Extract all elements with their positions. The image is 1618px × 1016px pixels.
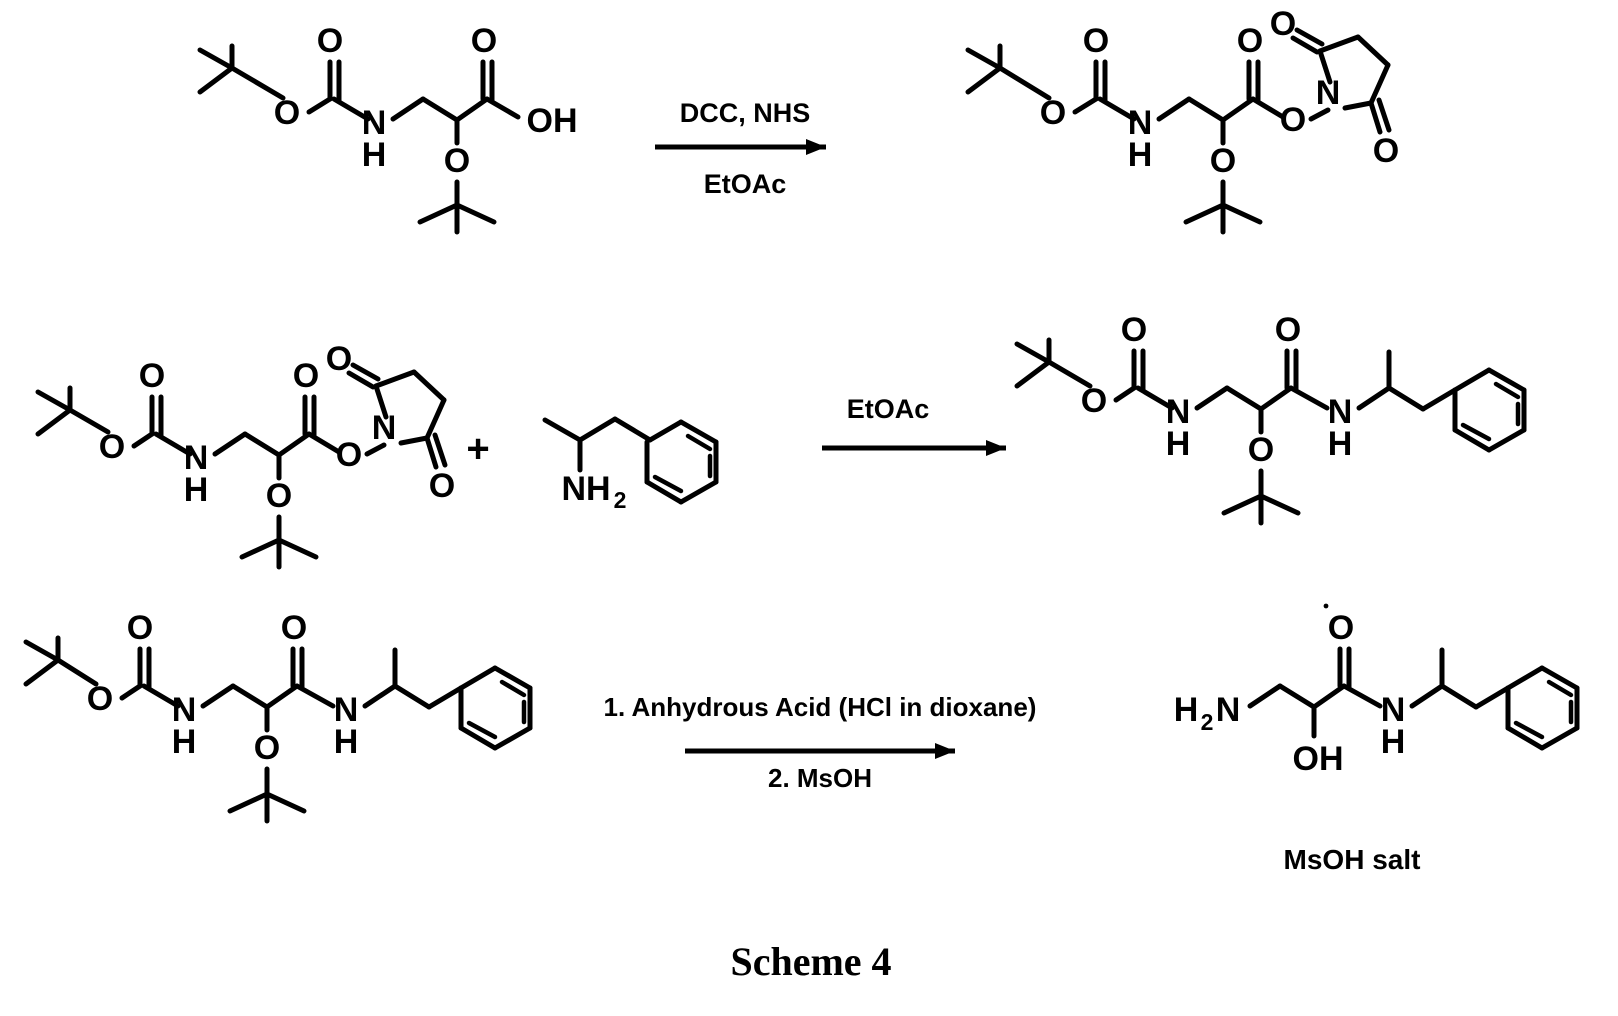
atom-label-h-carbamate-r3: H (172, 723, 197, 761)
atom-label-o-nhs-ester-r2: O (336, 436, 362, 474)
atom-label-h-amide-product: H (1381, 723, 1406, 761)
atom-label-o-tbu-ether-r3: O (254, 729, 280, 767)
atom-label-o-boc-ester-p1: O (1040, 94, 1066, 132)
row-2-reaction-arrow: EtOAc (822, 394, 1006, 456)
atom-label-n-carbamate-p2: N (1166, 393, 1191, 431)
atom-label-n-amine-product: N (1216, 691, 1241, 729)
atom-label-o-boc-carbonyl: O (317, 22, 343, 60)
plus-sign-row-2: + (466, 427, 489, 471)
row-3-reactant-structure: O O N H O O N H (23, 609, 533, 824)
atom-label-n-amide-p2: N (1328, 393, 1353, 431)
atom-label-n-carbamate: N (362, 104, 387, 142)
atom-label-o-tbu-ether-p1: O (1210, 142, 1236, 180)
atom-label-o-boc-carbonyl-p2: O (1121, 311, 1147, 349)
atom-label-n-amide-r3: N (334, 691, 359, 729)
condition-above-step-2: EtOAc (847, 394, 930, 424)
row-1-reaction-arrow: DCC, NHS EtOAc (655, 98, 826, 199)
atom-label-h-amide-r3: H (334, 723, 359, 761)
atom-label-h2n-subscript: 2 (1201, 709, 1214, 735)
atom-label-o-amide-carbonyl-r3: O (281, 609, 307, 647)
row-2-reactant-amphetamine: NH 2 (542, 416, 719, 513)
atom-label-o-boc-ester-p2: O (1081, 382, 1107, 420)
row-1-reactant-structure: O O N H O O OH (197, 22, 578, 235)
condition-below-step-1: EtOAc (704, 169, 787, 199)
atom-label-n-amide-product: N (1381, 691, 1406, 729)
row-3-product-structure: H 2 N OH O N H (1174, 609, 1580, 778)
row-2-reactant-nhs-ester: O O N H O O O N O O (35, 340, 455, 570)
atom-label-o-succinimide-bottom-r2: O (429, 467, 455, 505)
atom-label-o-succinimide-bottom: O (1373, 132, 1399, 170)
atom-label-o-boc-ester-r3: O (87, 680, 113, 718)
arrowhead-step-1 (806, 139, 826, 155)
atom-label-o-nhs-ester: O (1280, 101, 1306, 139)
atom-label-n-amine-subscript: 2 (614, 487, 627, 513)
atom-label-o-boc-carbonyl-r3: O (127, 609, 153, 647)
atom-label-n-carbamate-r2: N (184, 439, 209, 477)
atom-label-o-boc-carbonyl-p1: O (1083, 22, 1109, 60)
atom-label-n-carbamate-p1: N (1128, 104, 1153, 142)
stray-ink-dot (1323, 603, 1329, 609)
atom-label-o-boc-ester-r2: O (99, 428, 125, 466)
atom-label-o-tbu-ether: O (444, 142, 470, 180)
condition-above-step-1: DCC, NHS (680, 98, 811, 128)
atom-label-h-amide-p2: H (1328, 425, 1353, 463)
atom-label-o-ester-carbonyl-r2: O (293, 357, 319, 395)
atom-label-o-tbu-ether-p2: O (1248, 431, 1274, 469)
atom-label-h-carbamate-p1: H (1128, 136, 1153, 174)
atom-label-o-ester-carbonyl-p1: O (1237, 22, 1263, 60)
atom-label-n-amine-amphetamine: NH (561, 470, 610, 508)
atom-label-o-tbu-ether-r2: O (266, 477, 292, 515)
row-2-product-structure: O O N H O O N H (1014, 311, 1527, 526)
atom-label-n-carbamate-r3: N (172, 691, 197, 729)
atom-label-o-succinimide-top: O (1270, 5, 1296, 43)
atom-label-o-boc-ester: O (274, 94, 300, 132)
atom-label-o-amide-carbonyl-product: O (1328, 609, 1354, 647)
arrowhead-step-2 (986, 440, 1006, 456)
row-1-product-structure: O O N H O O O N O O (965, 5, 1399, 235)
atom-label-h-carbamate: H (362, 136, 387, 174)
msoh-salt-label: MsOH salt (1284, 844, 1421, 875)
atom-label-h-carbamate-r2: H (184, 471, 209, 509)
atom-label-h-carbamate-p2: H (1166, 425, 1191, 463)
atom-label-o-amide-carbonyl-p2: O (1275, 311, 1301, 349)
atom-label-h-amine-product: H (1174, 691, 1199, 729)
atom-label-o-boc-carbonyl-r2: O (139, 357, 165, 395)
scheme-caption: Scheme 4 (730, 939, 891, 984)
condition-below-step-3: 2. MsOH (768, 763, 872, 793)
row-3-reaction-arrow: 1. Anhydrous Acid (HCl in dioxane) 2. Ms… (604, 692, 1037, 793)
arrowhead-step-3 (935, 743, 955, 759)
atom-label-o-succinimide-top-r2: O (326, 340, 352, 378)
atom-label-oh-carboxylic-acid: OH (527, 102, 578, 140)
condition-above-step-3: 1. Anhydrous Acid (HCl in dioxane) (604, 692, 1037, 722)
atom-label-oh-hydroxyl-product: OH (1293, 740, 1344, 778)
atom-label-o-acid-carbonyl: O (471, 22, 497, 60)
